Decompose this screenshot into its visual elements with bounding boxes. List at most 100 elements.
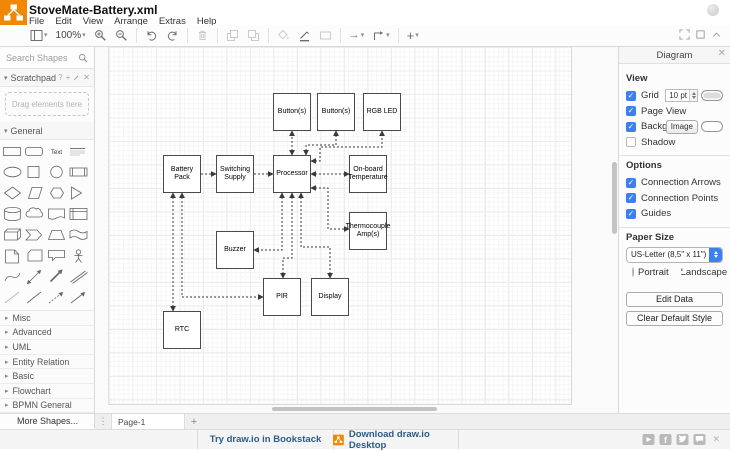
- background-color-swatch[interactable]: [701, 121, 723, 133]
- youtube-icon[interactable]: [642, 433, 655, 446]
- node-battery-pack[interactable]: Battery Pack: [163, 155, 201, 193]
- sidebar-section-flowchart[interactable]: ▸Flowchart: [0, 383, 94, 399]
- scratchpad-edit-icon[interactable]: [73, 74, 80, 81]
- page-view-checkbox[interactable]: ✓: [626, 106, 636, 117]
- guides-checkbox[interactable]: ✓: [626, 208, 636, 219]
- edge-processor-pir[interactable]: [280, 192, 295, 279]
- redo-button[interactable]: [166, 29, 179, 42]
- connection-style-button[interactable]: →▾: [348, 29, 365, 41]
- page-tab[interactable]: Page-1: [112, 414, 185, 429]
- language-globe-icon[interactable]: [707, 4, 719, 16]
- desktop-download-link[interactable]: Download draw.io Desktop: [333, 429, 459, 451]
- fill-color-button[interactable]: [277, 29, 290, 42]
- node-thermocouple[interactable]: Thermocouple Amp(s): [346, 212, 390, 250]
- format-panel-tab-diagram[interactable]: Diagram ✕: [619, 47, 730, 64]
- fullscreen-icon[interactable]: [679, 29, 690, 40]
- to-back-button[interactable]: [247, 29, 260, 42]
- facebook-icon[interactable]: f: [659, 433, 672, 446]
- node-display[interactable]: Display: [311, 278, 349, 316]
- scratchpad-section-header[interactable]: ▾ Scratchpad ? + ✕: [0, 69, 94, 87]
- menu-arrange[interactable]: Arrange: [114, 16, 148, 27]
- close-icon[interactable]: ✕: [712, 434, 720, 444]
- chevron-right-icon: ▸: [5, 373, 9, 381]
- node-rtc[interactable]: RTC: [163, 311, 201, 349]
- clear-default-style-button[interactable]: Clear Default Style: [626, 310, 723, 326]
- node-onboard-temp[interactable]: On-board Temperature: [348, 155, 388, 193]
- scratchpad-close-icon[interactable]: ✕: [83, 73, 90, 82]
- edge-processor-display[interactable]: [298, 192, 333, 279]
- edit-data-button[interactable]: Edit Data: [626, 291, 723, 307]
- edge-battery-pack-pir[interactable]: [179, 192, 264, 300]
- vertical-scrollbar[interactable]: [612, 162, 617, 234]
- general-section-header[interactable]: ▾ General: [0, 122, 94, 140]
- more-shapes-button[interactable]: More Shapes...: [0, 413, 94, 428]
- format-panel-icon[interactable]: [695, 29, 706, 40]
- node-processor[interactable]: Processor: [273, 155, 311, 193]
- undo-button[interactable]: [145, 29, 158, 42]
- node-button2[interactable]: Button(s): [317, 93, 355, 131]
- grid-checkbox[interactable]: ✓: [626, 90, 636, 101]
- edge-processor-thermocouple[interactable]: [310, 185, 350, 232]
- horizontal-scrollbar[interactable]: [272, 407, 437, 411]
- stepper-arrows[interactable]: [689, 90, 697, 102]
- chat-icon[interactable]: [693, 433, 706, 446]
- scratchpad-help-icon[interactable]: ?: [58, 73, 63, 82]
- node-pir[interactable]: PIR: [263, 278, 301, 316]
- waypoint-style-button[interactable]: ▾: [372, 29, 390, 42]
- general-label: General: [10, 125, 43, 136]
- background-image-button[interactable]: Image: [665, 119, 698, 134]
- close-icon[interactable]: ✕: [717, 48, 726, 59]
- scratchpad-add-icon[interactable]: +: [65, 73, 71, 82]
- grid-color-swatch[interactable]: [701, 90, 723, 102]
- line-color-button[interactable]: [298, 29, 311, 42]
- bookstack-link[interactable]: Try draw.io in Bookstack: [197, 430, 334, 449]
- shadow-checkbox[interactable]: [626, 137, 636, 148]
- shape-outline-icon: [319, 31, 331, 40]
- menu-view[interactable]: View: [82, 16, 104, 27]
- node-rgb-led[interactable]: RGB LED: [363, 93, 401, 131]
- background-checkbox[interactable]: ✓: [626, 121, 636, 132]
- shape-palette[interactable]: Text: [0, 142, 90, 310]
- pages-menu-icon[interactable]: ⋮: [95, 414, 112, 429]
- page-view-button[interactable]: ▾: [30, 29, 48, 42]
- add-page-button[interactable]: +: [190, 415, 198, 428]
- sidebar-section-misc[interactable]: ▸Misc: [0, 311, 94, 326]
- insert-button[interactable]: +▾: [406, 28, 419, 43]
- portrait-radio[interactable]: [632, 267, 634, 277]
- shape-search[interactable]: Search Shapes: [0, 47, 94, 69]
- collapse-icon[interactable]: [711, 29, 722, 40]
- page-view-label: Page View: [641, 105, 687, 117]
- sidebar-section-basic[interactable]: ▸Basic: [0, 369, 94, 384]
- delete-button[interactable]: [196, 29, 209, 42]
- zoom-out-button[interactable]: [115, 29, 128, 42]
- menu-help[interactable]: Help: [196, 16, 217, 27]
- redo-icon: [167, 31, 177, 41]
- edge-processor-button2[interactable]: [303, 130, 339, 156]
- connection-arrows-checkbox[interactable]: ✓: [626, 177, 636, 188]
- node-switching-supply[interactable]: Switching Supply: [216, 155, 254, 193]
- grid-size-stepper[interactable]: 10 pt: [665, 89, 698, 103]
- shape-outline-button[interactable]: [319, 29, 332, 42]
- divider: [619, 155, 730, 156]
- menu-extras[interactable]: Extras: [158, 16, 186, 27]
- zoom-level-dropdown[interactable]: 100%▾: [55, 30, 86, 41]
- landscape-label: Landscape: [680, 266, 728, 278]
- to-front-button[interactable]: [226, 29, 239, 42]
- paper-size-select[interactable]: US-Letter (8,5" x 11"): [626, 246, 723, 263]
- node-button1[interactable]: Button(s): [273, 93, 311, 131]
- twitter-icon[interactable]: [676, 433, 689, 446]
- sidebar-section-uml[interactable]: ▸UML: [0, 340, 94, 355]
- node-buzzer[interactable]: Buzzer: [216, 231, 254, 269]
- section-label: Entity Relation: [12, 356, 70, 367]
- scratchpad-dropzone[interactable]: Drag elements here: [5, 92, 89, 116]
- menu-file[interactable]: File: [29, 16, 45, 27]
- sidebar-section-entity-relation[interactable]: ▸Entity Relation: [0, 354, 94, 370]
- edge-processor-buzzer[interactable]: [253, 192, 285, 253]
- edge-processor-rgb-led[interactable]: [310, 130, 385, 164]
- connection-points-checkbox[interactable]: ✓: [626, 193, 636, 204]
- sidebar-section-bpmn-general[interactable]: ▸BPMN General: [0, 398, 94, 414]
- zoom-in-button[interactable]: [94, 29, 107, 42]
- menu-edit[interactable]: Edit: [55, 16, 72, 27]
- sidebar-section-advanced[interactable]: ▸Advanced: [0, 325, 94, 341]
